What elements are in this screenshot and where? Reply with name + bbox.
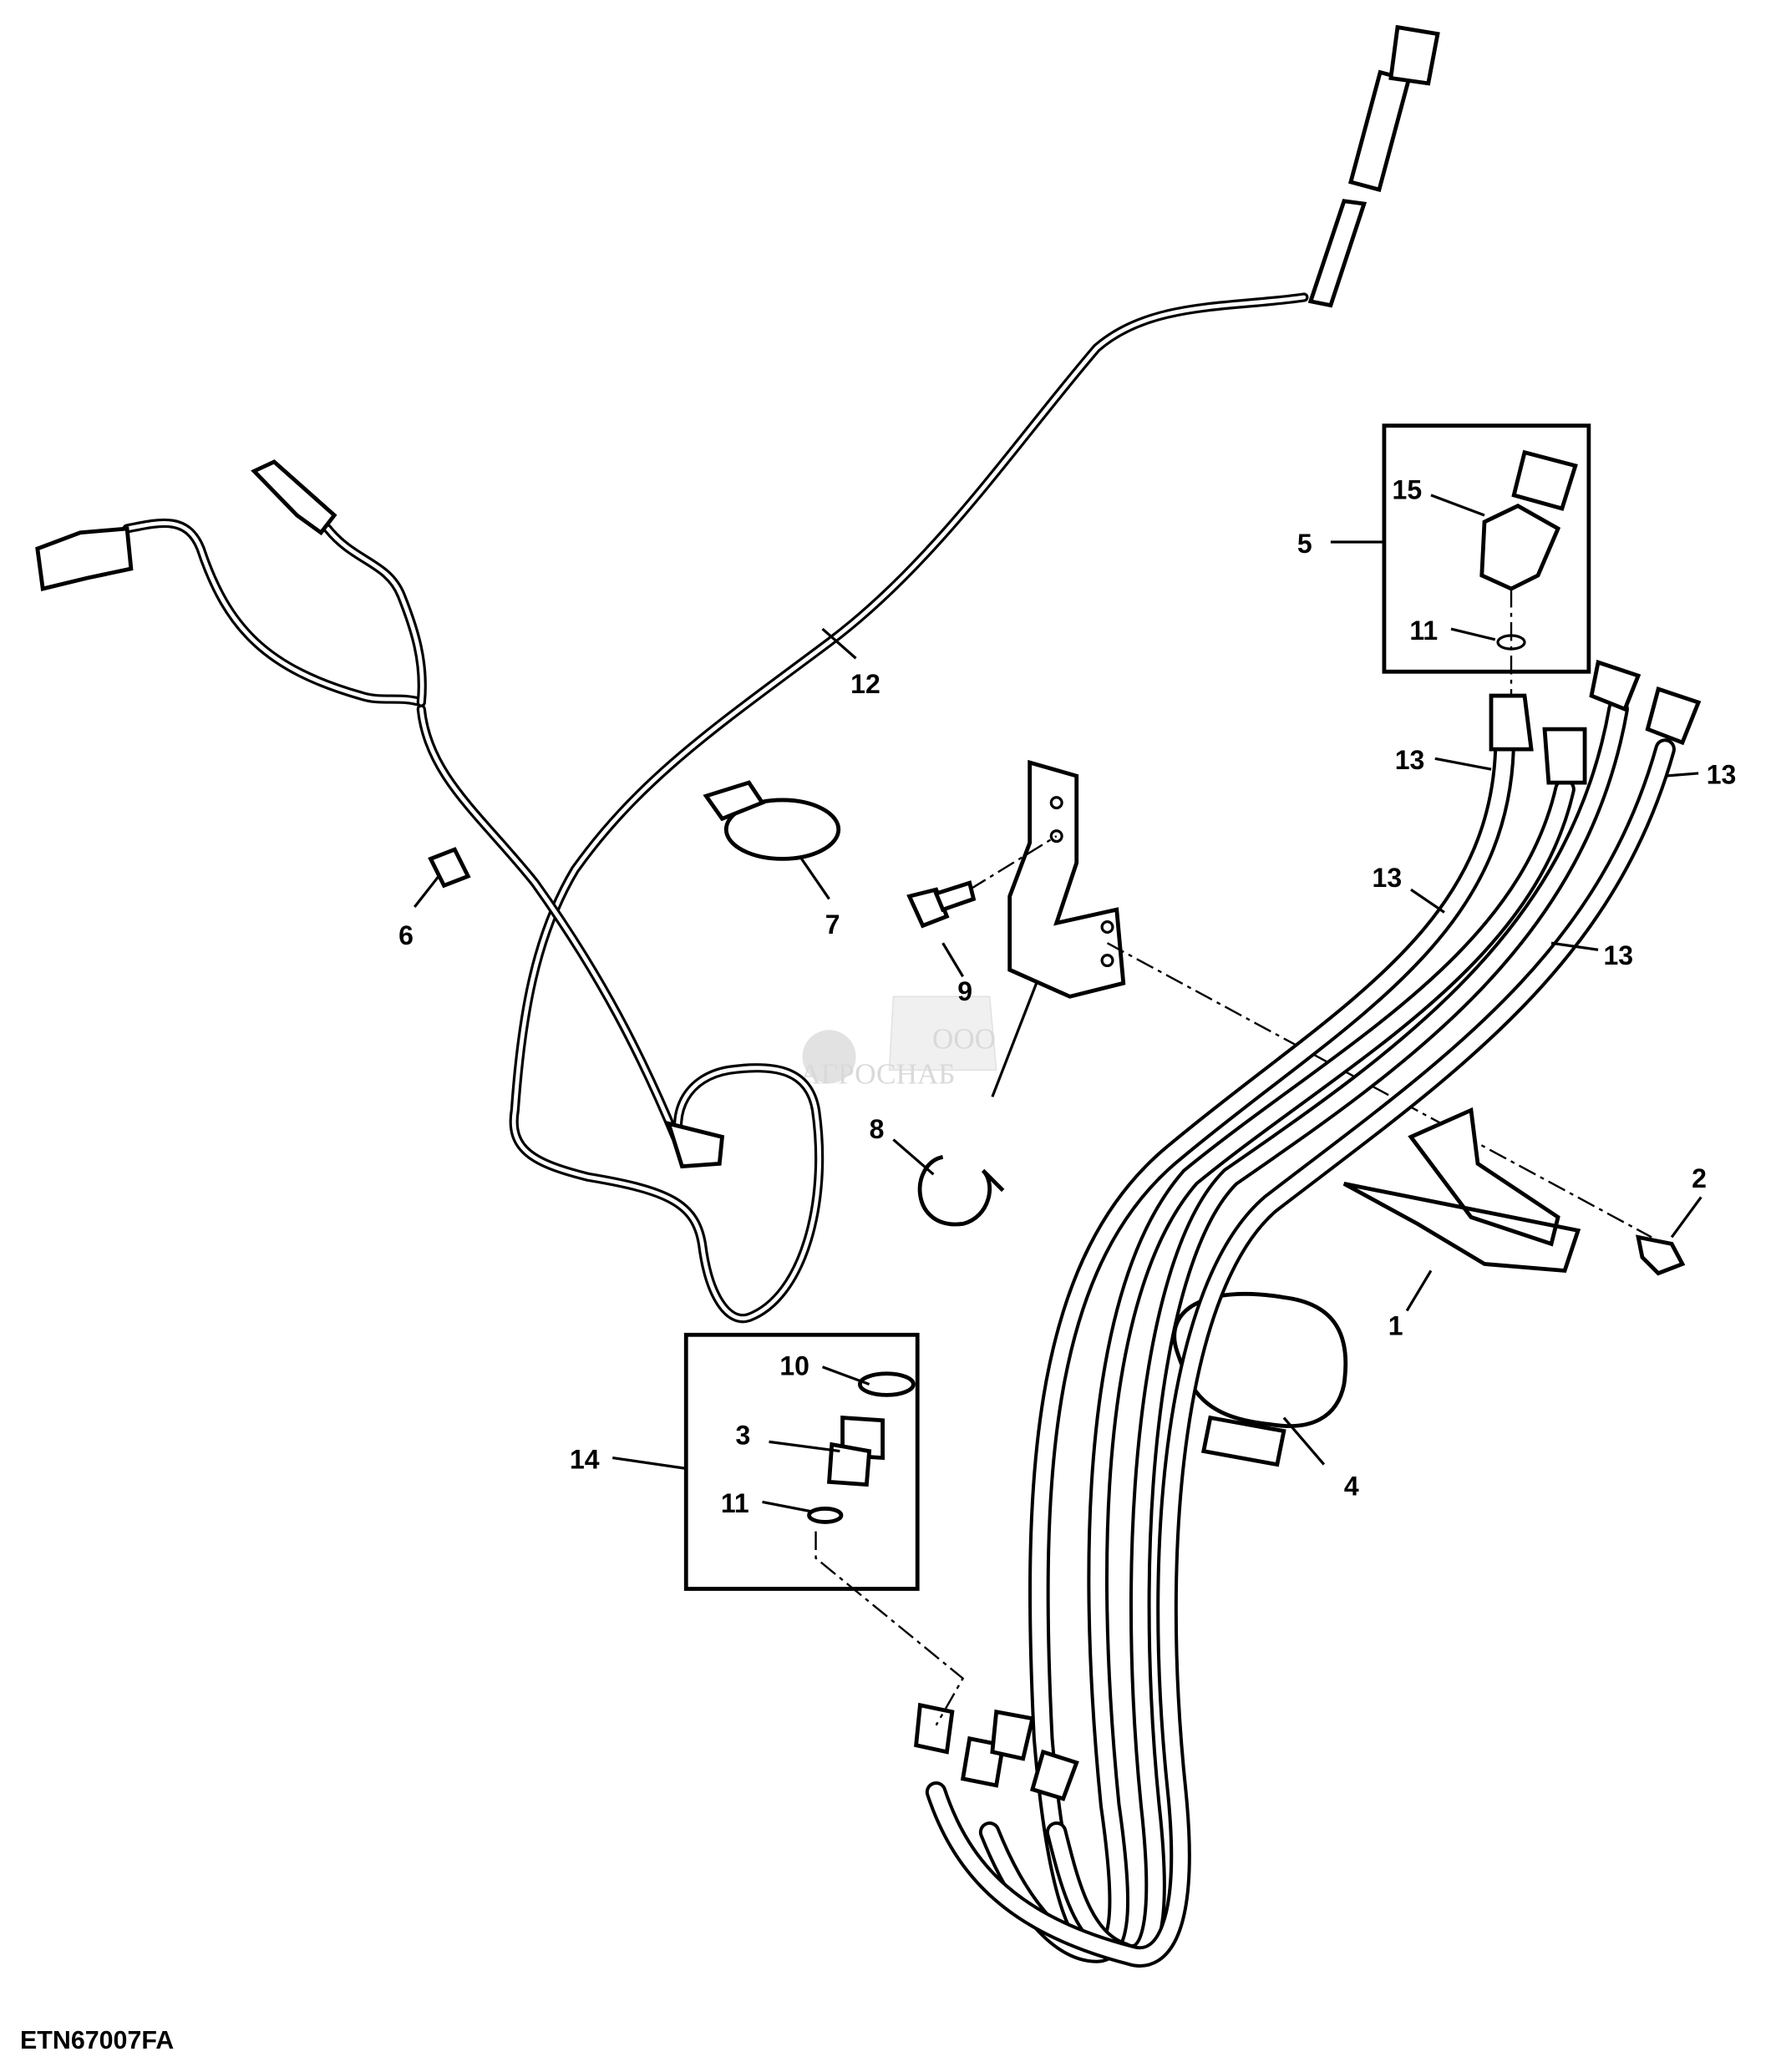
figure-id: ETN67007FA (20, 2026, 174, 2054)
bolt-part-9 (906, 880, 977, 929)
callout-11-top: 11 (1409, 616, 1438, 646)
kit-box-part-5 (1382, 423, 1591, 674)
leader-lines (414, 494, 1702, 1513)
o-ring-part-11b (807, 1507, 844, 1524)
callout-14: 14 (570, 1444, 600, 1474)
callout-1: 1 (1388, 1310, 1403, 1340)
callout-15: 15 (1393, 475, 1423, 505)
wiring-harness (35, 24, 1440, 1324)
callout-3: 3 (735, 1421, 750, 1451)
callout-10: 10 (779, 1350, 809, 1380)
kit-box-part-14 (683, 1332, 920, 1591)
callout-13-b: 13 (1707, 760, 1737, 790)
callout-4: 4 (1344, 1471, 1359, 1501)
callout-13-d: 13 (1603, 940, 1633, 970)
callout-13-c: 13 (1373, 863, 1403, 893)
callout-6: 6 (398, 920, 414, 950)
clamp-part-8 (917, 1155, 1005, 1227)
watermark-small: ООО (932, 1023, 996, 1056)
elbow-fitting-part-15 (1479, 449, 1578, 591)
callout-13-a: 13 (1395, 745, 1425, 775)
callout-12: 12 (850, 669, 880, 699)
callout-9: 9 (957, 976, 972, 1006)
callout-11-bottom: 11 (721, 1488, 749, 1518)
watermark-brand: АГРОСНАБ (799, 1057, 955, 1090)
bracket (1007, 759, 1126, 999)
strap-clamp-part-7 (703, 780, 841, 861)
callout-5: 5 (1297, 529, 1312, 559)
callout-8: 8 (870, 1114, 885, 1144)
hydraulic-hoses (914, 659, 1702, 1968)
clip-part-6 (428, 847, 471, 889)
bolt-part-2 (1636, 1234, 1686, 1276)
watermark-logo: ООО АГРОСНАБ (799, 995, 997, 1090)
adapter-fitting-part-3 (826, 1415, 885, 1487)
hose-bracket-part-1 (1342, 1107, 1581, 1274)
callout-7: 7 (825, 909, 840, 940)
callout-2: 2 (1692, 1163, 1707, 1193)
o-ring-part-10 (857, 1371, 916, 1397)
